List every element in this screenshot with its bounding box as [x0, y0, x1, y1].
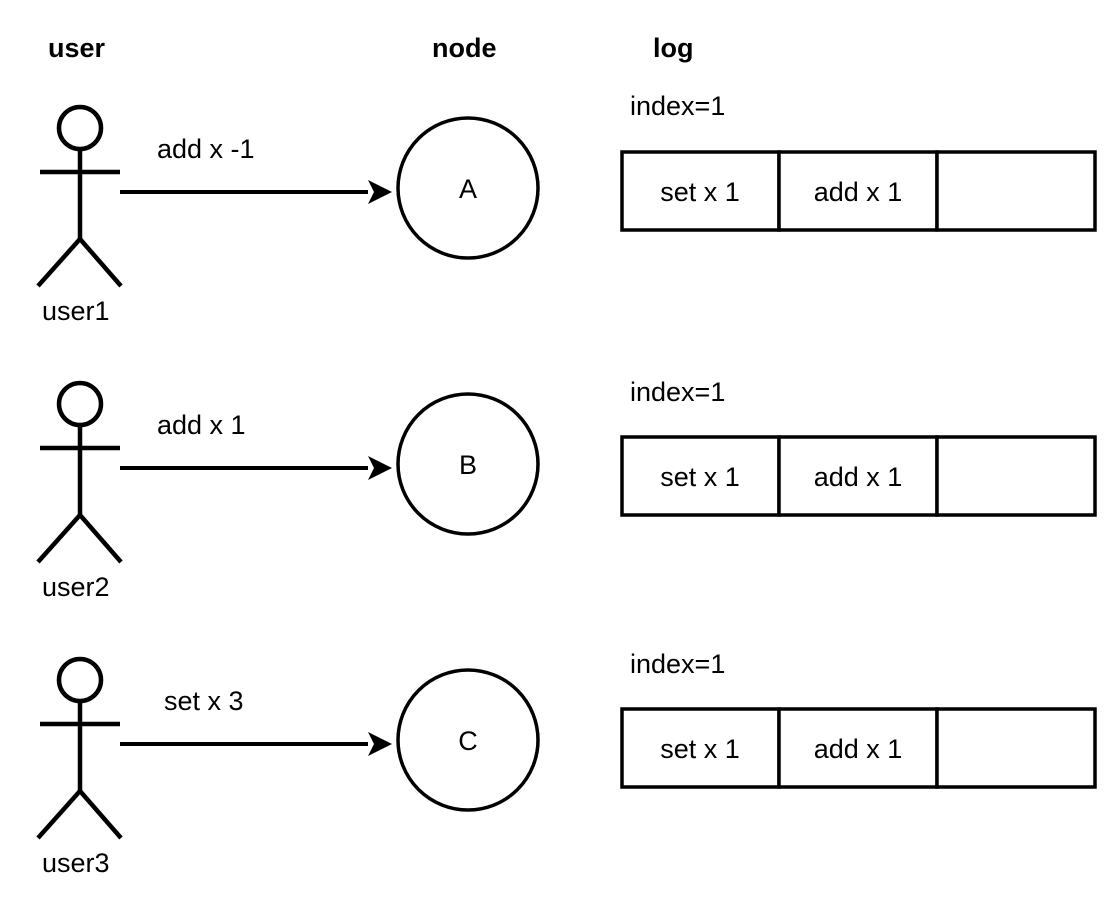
node-circle-b: B — [396, 392, 540, 536]
node-letter: A — [459, 174, 477, 204]
node-letter: C — [458, 726, 478, 756]
log-cell-empty — [935, 435, 1097, 517]
diagram-row: user3 set x 3 C index=1 set x 1 add x 1 — [36, 649, 1097, 878]
arrow-right-icon — [120, 456, 392, 480]
edge-label: set x 3 — [164, 686, 244, 716]
log-cell — [777, 707, 939, 789]
column-headers: user node log — [48, 33, 694, 63]
actor-label: user1 — [42, 296, 110, 326]
log-cell-empty — [935, 707, 1097, 789]
column-header-log: log — [653, 33, 694, 63]
log-cell-text: set x 1 — [660, 177, 740, 207]
log-cell-text: set x 1 — [660, 462, 740, 492]
log-table: set x 1 add x 1 — [620, 707, 1097, 789]
log-table: set x 1 add x 1 — [620, 435, 1097, 517]
log-index-label: index=1 — [630, 377, 725, 407]
diagram-row: user1 add x -1 A index=1 set x 1 add x 1 — [36, 91, 1097, 326]
node-circle-a: A — [396, 116, 540, 260]
log-cell — [777, 435, 939, 517]
log-index-label: index=1 — [630, 91, 725, 121]
arrow-right-icon — [120, 732, 392, 756]
log-cell-empty — [935, 150, 1097, 232]
edge-label: add x 1 — [157, 410, 246, 440]
node-letter: B — [459, 450, 477, 480]
log-cell-text: add x 1 — [814, 177, 903, 207]
log-cell-text: add x 1 — [814, 462, 903, 492]
log-table: set x 1 add x 1 — [620, 150, 1097, 232]
log-cell — [620, 435, 781, 517]
stick-figure-icon — [36, 656, 123, 840]
log-cell — [620, 150, 781, 232]
actor-label: user2 — [42, 572, 110, 602]
log-cell-text: set x 1 — [660, 734, 740, 764]
column-header-node: node — [432, 33, 497, 63]
arrow-right-icon — [120, 180, 392, 204]
log-cell-text: add x 1 — [814, 734, 903, 764]
log-index-label: index=1 — [630, 649, 725, 679]
edge-label: add x -1 — [157, 134, 255, 164]
diagram-row: user2 add x 1 B index=1 set x 1 add x 1 — [36, 377, 1097, 602]
stick-figure-icon — [36, 380, 123, 564]
stick-figure-icon — [36, 104, 123, 288]
actor-label: user3 — [42, 848, 110, 878]
column-header-user: user — [48, 33, 106, 63]
node-circle-c: C — [396, 668, 540, 812]
